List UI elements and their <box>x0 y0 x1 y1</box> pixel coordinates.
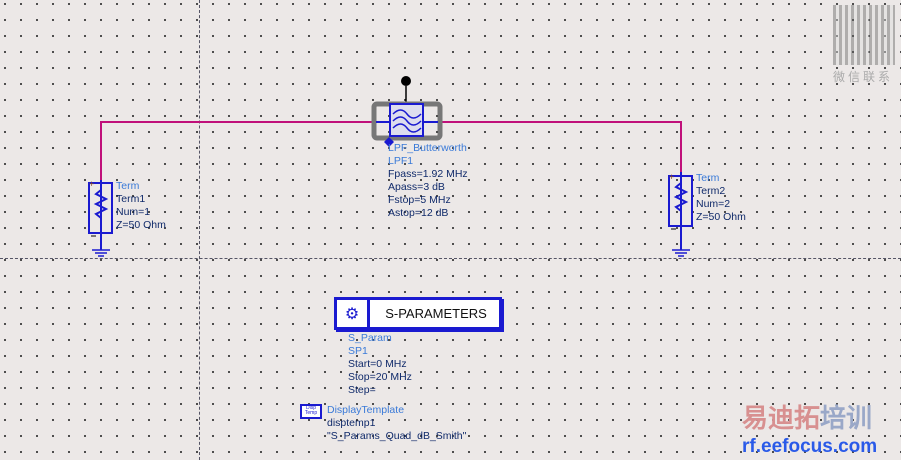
sparam-label: S_Param SP1 Start=0 MHz Stop=20 MHz Step… <box>348 332 412 397</box>
filter-type: LPF_Butterworth <box>388 142 467 154</box>
simulation-gear-icon: ⚙ <box>337 300 370 327</box>
term2-label: Term Term2 Num=2 Z=50 Ohm <box>696 172 746 224</box>
sparam-step: Step= <box>348 384 376 396</box>
qr-code-watermark <box>833 5 895 65</box>
filter-apass: Apass=3 dB <box>388 181 445 193</box>
s-parameters-title: S-PARAMETERS <box>385 306 487 321</box>
display-value: "S_Params_Quad_dB_Smith" <box>327 430 467 442</box>
origin-horizontal-axis <box>0 258 901 259</box>
sparam-type: S_Param <box>348 332 392 344</box>
term2-name: Term2 <box>696 185 726 197</box>
origin-vertical-axis <box>199 0 200 460</box>
term1-name: Term1 <box>116 193 146 205</box>
svg-text:+: + <box>669 172 674 182</box>
display-type: DisplayTemplate <box>327 404 405 416</box>
term2-type: Term <box>696 172 720 184</box>
term1-symbol[interactable]: + <box>88 179 113 257</box>
filter-fstop: Fstop=5 MHz <box>388 194 451 206</box>
sparam-name: SP1 <box>348 345 368 357</box>
brand-watermark: 易迪拓培训 <box>742 398 872 435</box>
brand-text: 易迪拓 <box>742 403 821 433</box>
term1-z: Z=50 Ohm <box>116 219 166 231</box>
display-template-label: DisplayTemplate disptemp1 "S_Params_Quad… <box>327 404 466 443</box>
term2-symbol[interactable]: + <box>668 172 693 257</box>
term1-num: Num=1 <box>116 206 151 218</box>
filter-name: LPF1 <box>388 155 414 167</box>
term2-num: Num=2 <box>696 198 731 210</box>
s-parameters-controller[interactable]: ⚙ S-PARAMETERS <box>334 297 502 330</box>
qr-caption: 微信联系 <box>833 70 894 84</box>
filter-symbol[interactable] <box>371 76 443 147</box>
wire-right <box>426 121 682 172</box>
display-name: disptemp1 <box>327 417 376 429</box>
filter-fpass: Fpass=1.92 MHz <box>388 168 468 180</box>
term1-label: Term Term1 Num=1 Z=50 Ohm <box>116 180 166 232</box>
svg-text:+: + <box>89 179 94 189</box>
site-watermark: rf.eefocus.com <box>742 436 878 457</box>
filter-label: LPF_Butterworth LPF1 Fpass=1.92 MHz Apas… <box>388 142 468 220</box>
filter-astop: Astop=12 dB <box>388 207 449 219</box>
term1-type: Term <box>116 180 140 192</box>
term2-z: Z=50 Ohm <box>696 211 746 223</box>
wire-left <box>100 121 376 180</box>
brand-text-2: 培训 <box>820 403 873 433</box>
sparam-start: Start=0 MHz <box>348 358 407 370</box>
sparam-stop: Stop=20 MHz <box>348 371 412 383</box>
display-template-icon[interactable]: Disp Temp <box>300 404 322 419</box>
